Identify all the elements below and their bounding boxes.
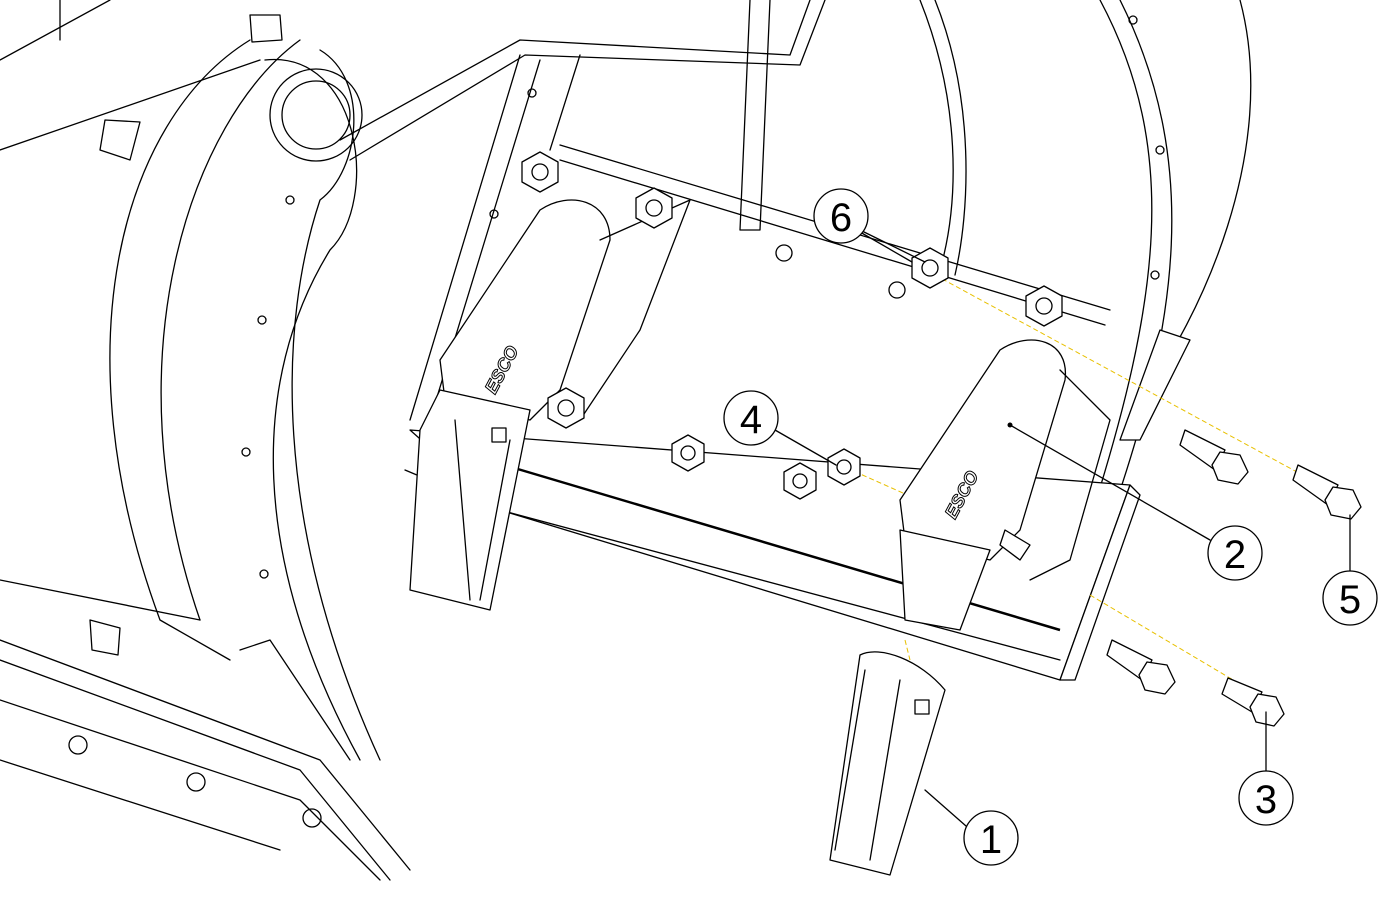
tooth-point bbox=[829, 651, 946, 876]
callout-label: 4 bbox=[740, 398, 762, 442]
callout-4: 4 bbox=[723, 390, 779, 446]
callout-label: 5 bbox=[1339, 578, 1361, 622]
callout-label: 3 bbox=[1255, 778, 1277, 822]
hex-nut bbox=[547, 387, 585, 429]
bolts bbox=[999, 429, 1362, 727]
lower-bolt-3 bbox=[1221, 677, 1285, 727]
hex-nut bbox=[521, 151, 559, 193]
hex-nut bbox=[1025, 285, 1063, 327]
hex-nut bbox=[783, 462, 817, 500]
callout-1: 1 bbox=[963, 810, 1019, 866]
hex-nut-6 bbox=[911, 247, 949, 289]
hex-nut bbox=[635, 187, 673, 229]
hex-nut bbox=[671, 434, 705, 472]
pivot-boss bbox=[269, 68, 363, 162]
adapter-right: ESCO bbox=[899, 339, 1111, 631]
adapter-left: ESCO bbox=[409, 199, 691, 611]
bucket-body bbox=[0, 0, 411, 881]
callout-label: 1 bbox=[980, 818, 1002, 862]
upper-bolt bbox=[1179, 429, 1249, 485]
callout-label: 2 bbox=[1224, 533, 1246, 577]
callout-6: 6 bbox=[813, 188, 869, 244]
callout-5: 5 bbox=[1322, 570, 1378, 626]
hex-nut-4 bbox=[827, 448, 861, 486]
callout-3: 3 bbox=[1238, 770, 1294, 826]
upper-bolt-5 bbox=[1292, 464, 1362, 520]
callout-2: 2 bbox=[1207, 525, 1263, 581]
callout-label: 6 bbox=[830, 196, 852, 240]
leader-lines bbox=[774, 229, 1351, 827]
lower-bolt bbox=[1106, 639, 1176, 695]
bolt bbox=[999, 529, 1031, 561]
nuts bbox=[521, 151, 1063, 500]
